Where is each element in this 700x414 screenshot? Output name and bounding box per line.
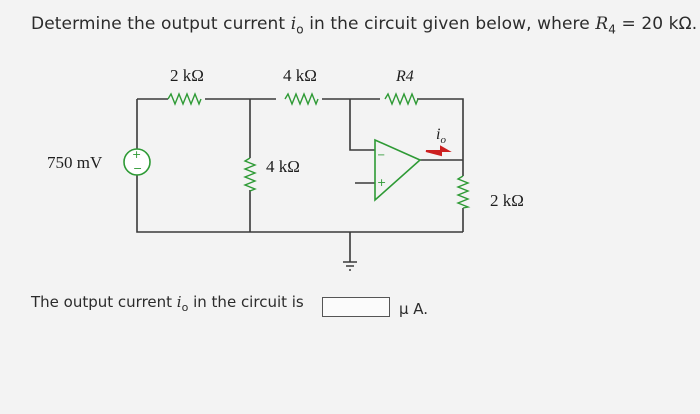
current-label-subscript: o <box>440 134 446 146</box>
question-suffix: = 20 kΩ. <box>615 14 698 34</box>
current-arrow-icon <box>425 145 452 157</box>
source-label: 750 mV <box>47 153 103 172</box>
resistor-2k-output <box>456 175 471 209</box>
question-resistor-symbol: R <box>595 14 609 34</box>
answer-units: µ A. <box>399 300 429 318</box>
source-minus-icon: − <box>133 162 142 175</box>
op-amp <box>374 138 422 202</box>
resistor-label-2k-output: 2 kΩ <box>490 191 524 210</box>
answer-current-subscript: o <box>181 301 189 314</box>
current-label: io <box>436 126 446 146</box>
question-current-subscript: o <box>296 22 304 37</box>
answer-prompt: The output current io in the circuit is <box>31 293 304 314</box>
voltage-source <box>123 148 151 176</box>
resistor-2k-top <box>167 92 202 106</box>
resistor-r4 <box>384 92 419 106</box>
answer-current-symbol: i <box>176 293 182 311</box>
question-resistor-subscript: 4 <box>608 22 616 37</box>
current-label-symbol: i <box>436 126 440 143</box>
resistor-4k-top <box>284 92 319 106</box>
answer-prefix: The output current <box>31 293 177 311</box>
resistor-label-r4: R4 <box>395 68 414 85</box>
ground-icon <box>343 261 357 271</box>
resistor-label-4k-vertical: 4 kΩ <box>266 157 300 176</box>
answer-input[interactable] <box>322 297 390 317</box>
opamp-plus-icon: + <box>377 176 386 189</box>
answer-middle: in the circuit is <box>188 293 304 311</box>
circuit-wires <box>136 98 464 262</box>
opamp-minus-icon: − <box>377 150 385 161</box>
resistor-4k-vertical <box>243 157 257 192</box>
question-middle: in the circuit given below, where <box>303 14 596 34</box>
resistor-label-2k-top: 2 kΩ <box>170 66 204 85</box>
question-prefix: Determine the output current <box>31 14 291 34</box>
resistor-label-4k-top: 4 kΩ <box>283 66 317 85</box>
question-current-symbol: i <box>290 14 297 34</box>
source-plus-icon: + <box>132 148 141 161</box>
question-text: Determine the output current io in the c… <box>31 14 697 36</box>
